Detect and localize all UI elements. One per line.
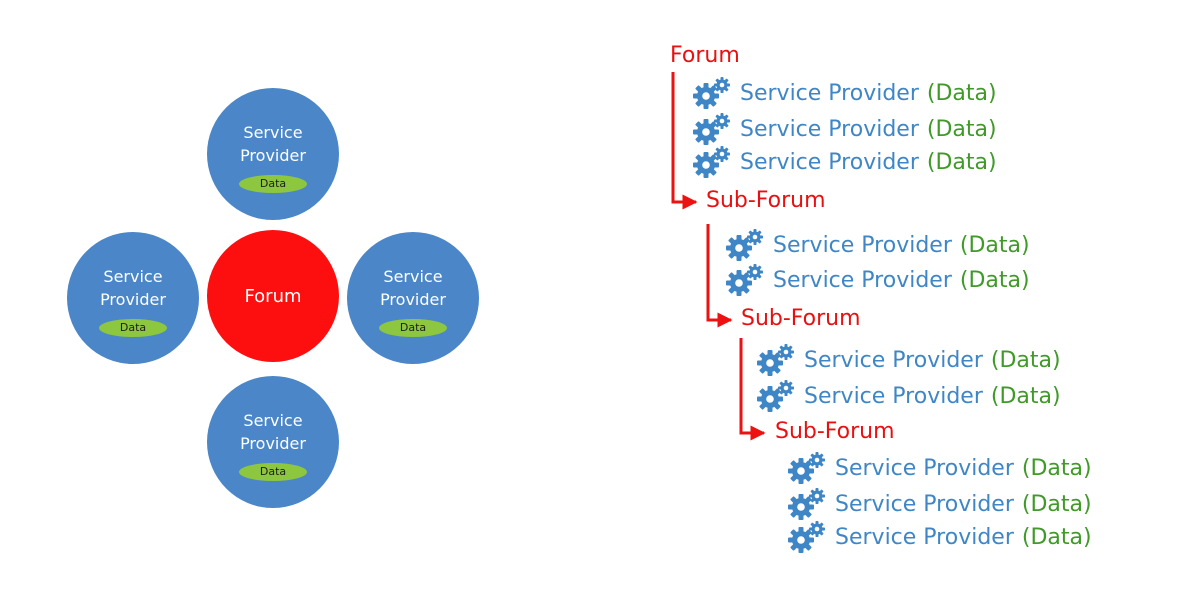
tree-service-provider-row: Service Provider (Data) xyxy=(692,146,997,178)
tree-service-provider-label: Service Provider xyxy=(804,347,983,373)
service-provider-node-right: Service Provider Data xyxy=(347,232,479,364)
tree-service-provider-row: Service Provider (Data) xyxy=(787,452,1092,484)
gears-icon xyxy=(757,380,794,412)
tree-service-provider-label: Service Provider xyxy=(773,267,952,293)
tree-service-provider-label: Service Provider xyxy=(835,491,1014,517)
tree-data-label: (Data) xyxy=(1021,491,1092,517)
tree-service-provider-row: Service Provider (Data) xyxy=(787,521,1092,553)
tree-service-provider-label: Service Provider xyxy=(835,524,1014,550)
connector-level-1 xyxy=(671,72,698,210)
tree-service-provider-label: Service Provider xyxy=(740,149,919,175)
gears-icon xyxy=(726,264,763,296)
service-provider-node-bottom: Service Provider Data xyxy=(207,376,339,508)
tree-root-forum: Forum xyxy=(670,43,740,68)
gears-icon xyxy=(693,146,730,178)
gears-icon xyxy=(788,521,825,553)
tree-service-provider-label: Service Provider xyxy=(773,232,952,258)
tree-data-label: (Data) xyxy=(926,149,997,175)
tree-service-provider-row: Service Provider (Data) xyxy=(692,77,997,109)
gears-icon xyxy=(693,77,730,109)
data-pill: Data xyxy=(239,463,307,481)
tree-data-label: (Data) xyxy=(990,347,1061,373)
tree-service-provider-row: Service Provider (Data) xyxy=(725,229,1030,261)
tree-service-provider-row: Service Provider (Data) xyxy=(756,344,1061,376)
gears-icon xyxy=(693,113,730,145)
gears-icon xyxy=(726,229,763,261)
forum-center-label: Forum xyxy=(244,285,302,307)
service-provider-node-left: Service Provider Data xyxy=(67,232,199,364)
tree-data-label: (Data) xyxy=(1021,455,1092,481)
connector-level-3 xyxy=(739,338,766,441)
tree-service-provider-label: Service Provider xyxy=(835,455,1014,481)
tree-service-provider-row: Service Provider (Data) xyxy=(692,113,997,145)
service-provider-label: Service Provider xyxy=(240,123,306,165)
data-pill: Data xyxy=(99,319,167,337)
tree-sub-forum-3: Sub-Forum xyxy=(775,419,895,444)
tree-sub-forum-1: Sub-Forum xyxy=(706,188,826,213)
tree-data-label: (Data) xyxy=(1021,524,1092,550)
tree-service-provider-row: Service Provider (Data) xyxy=(787,488,1092,520)
tree-data-label: (Data) xyxy=(959,232,1030,258)
gears-icon xyxy=(757,344,794,376)
tree-data-label: (Data) xyxy=(926,80,997,106)
tree-service-provider-row: Service Provider (Data) xyxy=(756,380,1061,412)
connector-level-2 xyxy=(706,224,733,328)
data-pill: Data xyxy=(379,319,447,337)
service-provider-label: Service Provider xyxy=(380,267,446,309)
service-provider-label: Service Provider xyxy=(100,267,166,309)
tree-data-label: (Data) xyxy=(990,383,1061,409)
data-pill: Data xyxy=(239,175,307,193)
service-provider-node-top: Service Provider Data xyxy=(207,88,339,220)
gears-icon xyxy=(788,452,825,484)
service-provider-label: Service Provider xyxy=(240,411,306,453)
tree-data-label: (Data) xyxy=(926,116,997,142)
tree-service-provider-label: Service Provider xyxy=(740,116,919,142)
tree-service-provider-label: Service Provider xyxy=(740,80,919,106)
tree-data-label: (Data) xyxy=(959,267,1030,293)
tree-service-provider-label: Service Provider xyxy=(804,383,983,409)
tree-sub-forum-2: Sub-Forum xyxy=(741,306,861,331)
gears-icon xyxy=(788,488,825,520)
tree-service-provider-row: Service Provider (Data) xyxy=(725,264,1030,296)
forum-center-node: Forum xyxy=(207,230,339,362)
